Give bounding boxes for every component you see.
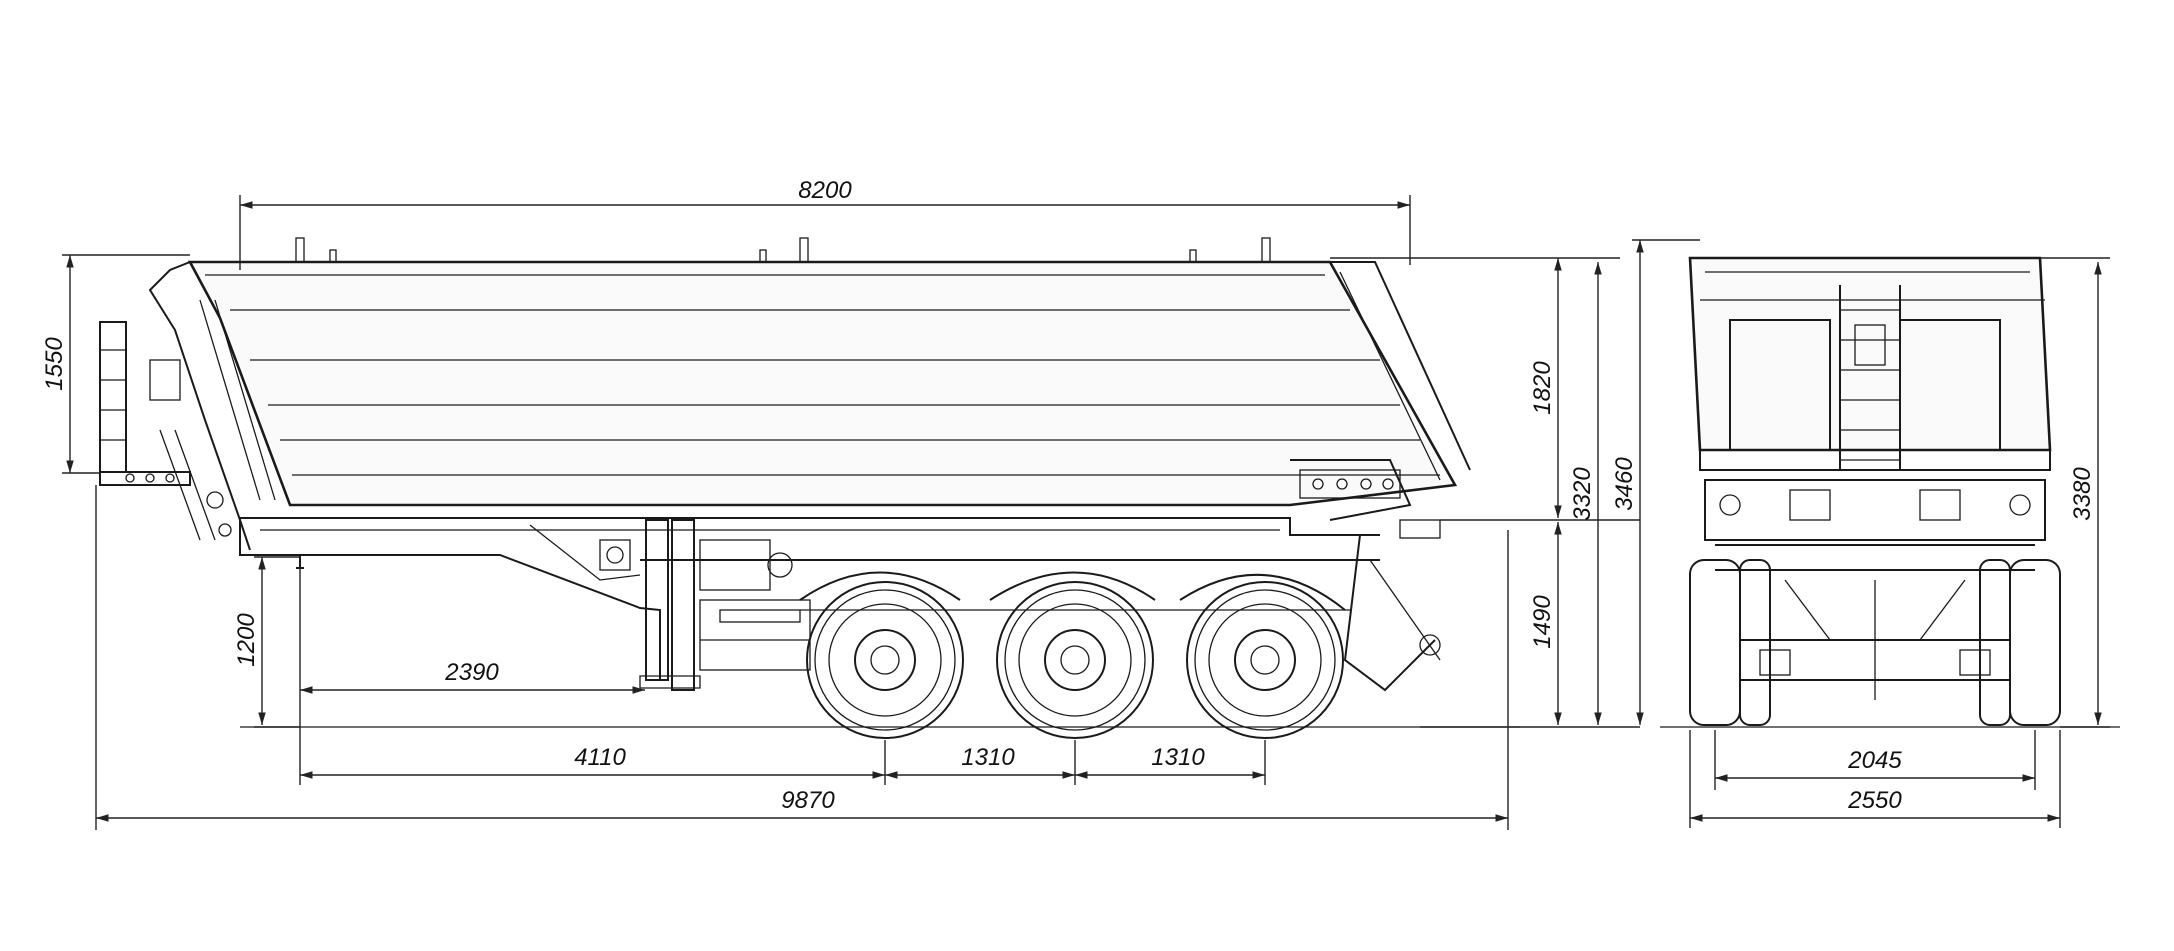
fenders [799, 571, 1350, 611]
dim-overall-length: 9870 [781, 787, 835, 814]
dim-coupling-height: 1200 [233, 613, 260, 667]
tipper-body [187, 237, 1471, 521]
dim-body-length: 8200 [798, 177, 852, 204]
dim-body-height: 1820 [1529, 361, 1556, 415]
wheel-3 [1186, 581, 1344, 739]
chassis [239, 517, 1441, 692]
dim-axle-spacing-1: 1310 [961, 744, 1015, 771]
dim-kingpin-to-leg: 2390 [444, 659, 499, 686]
dim-kingpin-to-axle: 4110 [574, 744, 626, 771]
dim-axle-spacing-2: 1310 [1151, 744, 1205, 771]
dim-rear-height: 3380 [2069, 467, 2096, 521]
dim-overall-height: 3460 [1611, 457, 1638, 511]
wheel-2 [996, 581, 1154, 739]
rear-dimensions: 3380 2045 2550 [1689, 257, 2110, 828]
dim-platform-height: 1490 [1529, 595, 1556, 649]
wheel-1 [806, 581, 964, 739]
dim-track-width: 2045 [1847, 747, 1902, 774]
side-view [99, 237, 1520, 739]
dim-height-3320: 3320 [1569, 467, 1596, 521]
front-structure [99, 261, 276, 551]
dim-front-height: 1550 [41, 337, 68, 391]
side-dimensions: 8200 1550 1200 2390 4110 1310 1310 9870 … [41, 177, 1700, 830]
dim-overall-width: 2550 [1847, 787, 1902, 814]
rear-view [1660, 256, 2120, 728]
